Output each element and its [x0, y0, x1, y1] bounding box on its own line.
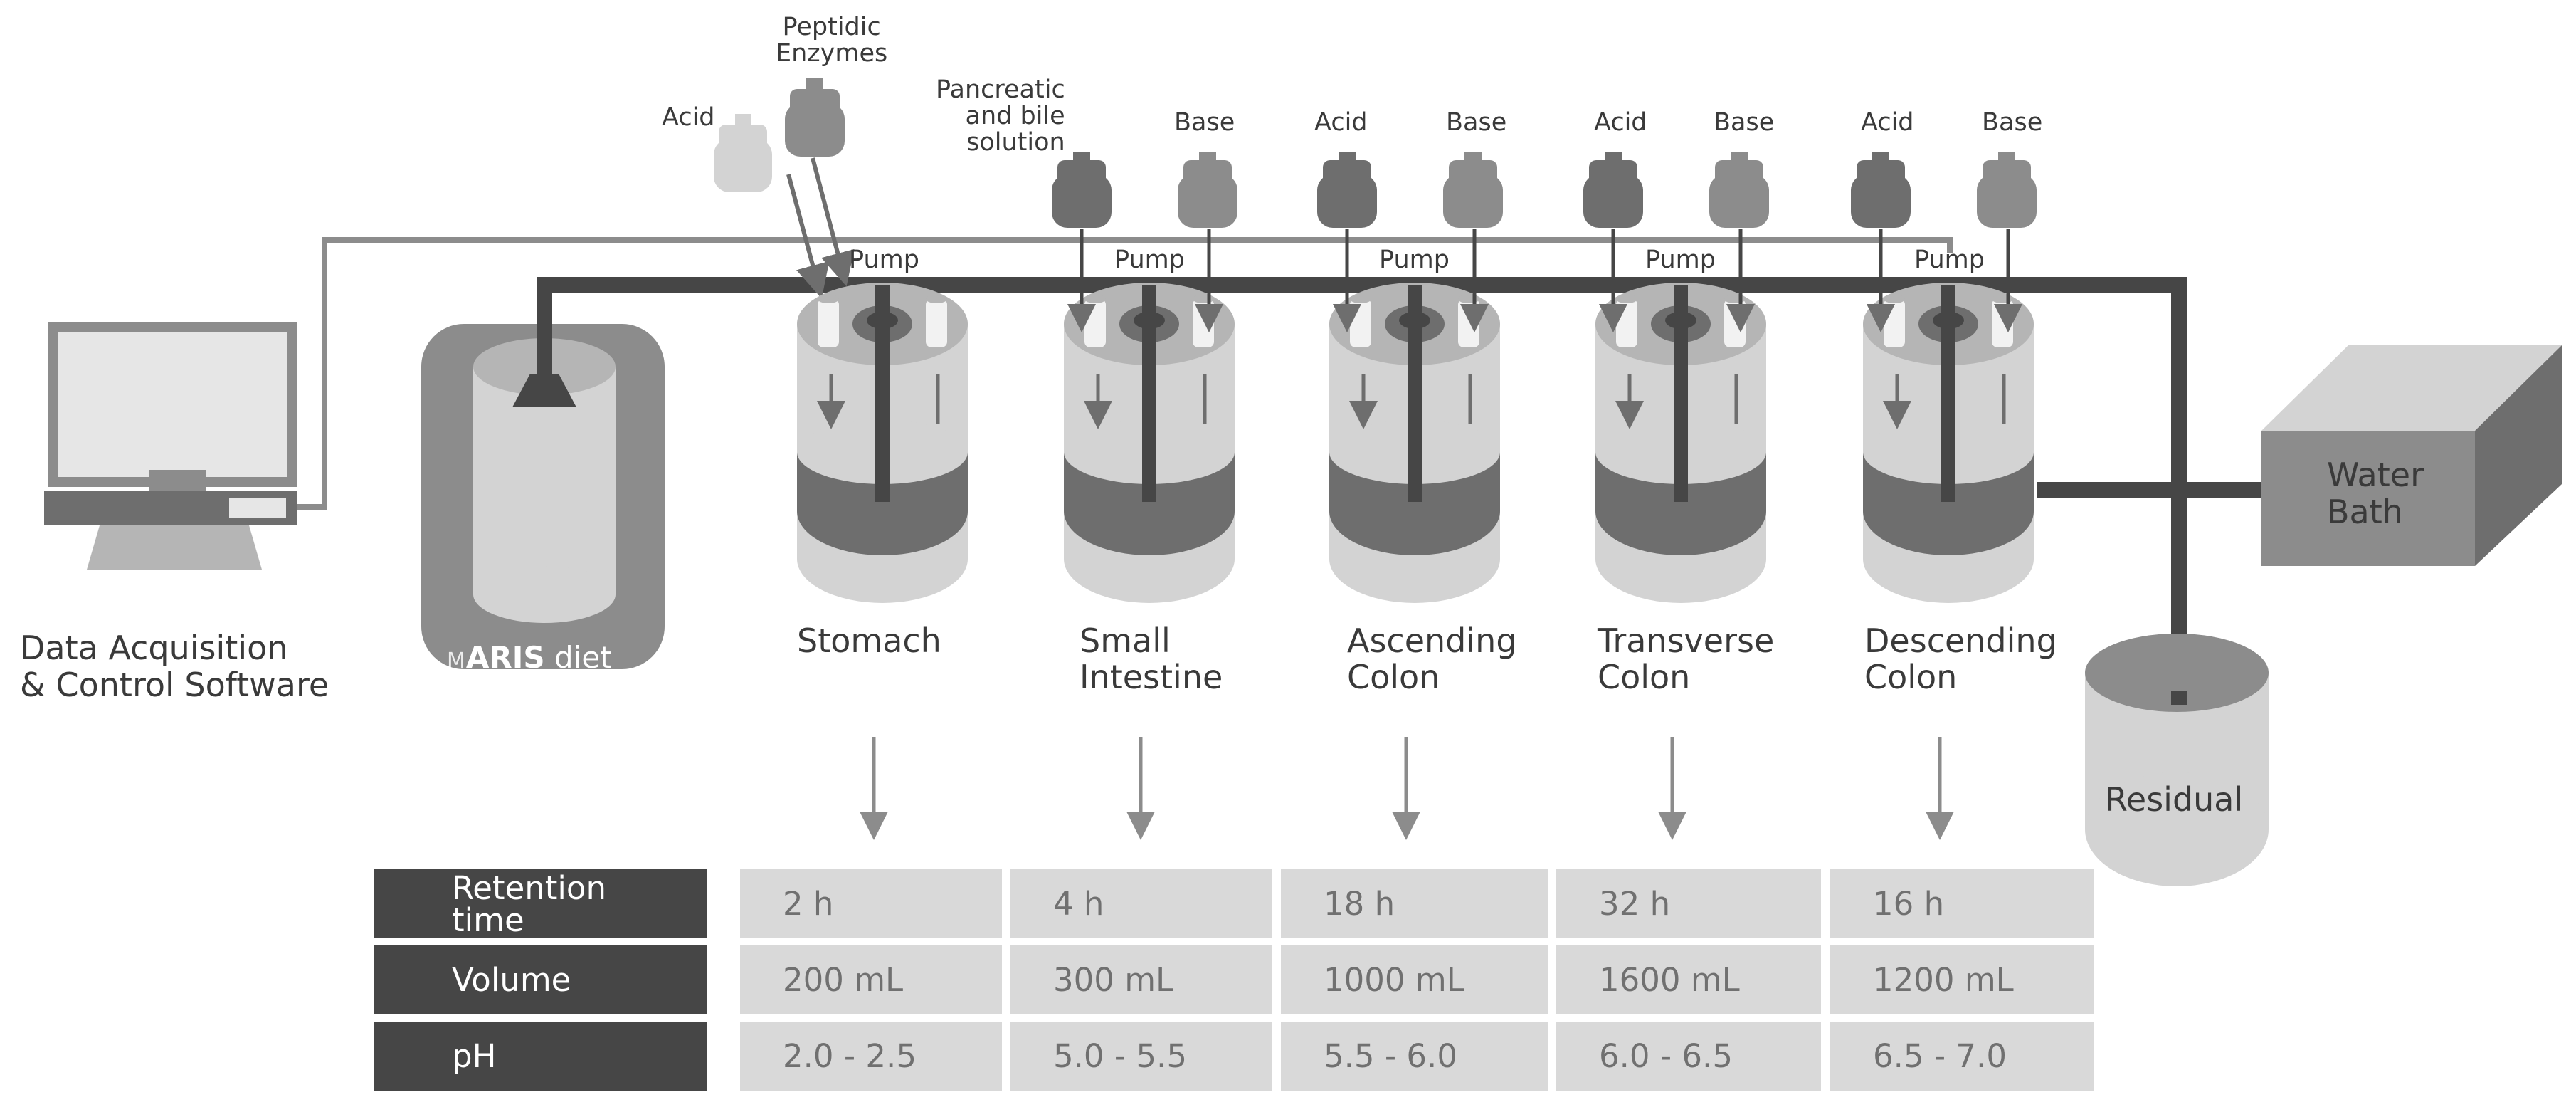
table-cell: 300 mL [1010, 945, 1272, 1014]
table-cell: 18 h [1281, 869, 1548, 938]
peptidic-enzymes-label: Peptidic Enzymes [776, 13, 888, 68]
vessel-stomach [797, 283, 968, 603]
vessel-name-stomach: Stomach [797, 622, 941, 660]
vessel-name-transverse-colon: Transverse Colon [1598, 622, 1775, 696]
pump-label-small-intestine: Pump [1114, 246, 1185, 274]
vessel-name-descending-colon: Descending Colon [1864, 622, 2057, 696]
table-header-volume: Volume [374, 945, 707, 1014]
small-intestine-base-bottle [1178, 152, 1237, 332]
residual-container [2085, 634, 2269, 886]
table-cell: 5.0 - 5.5 [1010, 1022, 1272, 1091]
descending-base-label: Base [1982, 108, 2043, 137]
table-cell: 32 h [1556, 869, 1821, 938]
peptidic-enzymes-bottle [785, 78, 845, 157]
pump-label-stomach: Pump [849, 246, 919, 274]
stomach-acid-label: Acid [662, 103, 715, 132]
ascending-colon-base-bottle [1443, 152, 1503, 332]
ascending-colon-acid-bottle [1317, 152, 1377, 332]
water-bath [2261, 345, 2562, 566]
transverse-acid-label: Acid [1594, 108, 1647, 137]
vessel-name-small-intestine: Small Intestine [1080, 622, 1223, 696]
transverse-colon-acid-bottle [1583, 152, 1643, 332]
ascending-acid-label: Acid [1314, 108, 1368, 137]
vessel-descending-colon [1863, 283, 2034, 603]
water-bath-label: Water Bath [2327, 456, 2424, 531]
table-cell: 6.0 - 6.5 [1556, 1022, 1821, 1091]
table-cell: 16 h [1830, 869, 2094, 938]
vessel-name-ascending-colon: Ascending Colon [1347, 622, 1517, 696]
vessel-small-intestine [1064, 283, 1235, 603]
diet-container [421, 324, 665, 669]
descending-colon-base-bottle [1977, 152, 2037, 332]
table-cell: 200 mL [740, 945, 1002, 1014]
table-cell: 4 h [1010, 869, 1272, 938]
descending-colon-acid-bottle [1851, 152, 1911, 332]
table-cell: 1600 mL [1556, 945, 1821, 1014]
pump-label-transverse-colon: Pump [1645, 246, 1716, 274]
diet-logo-brand: ARIS [465, 640, 545, 676]
residual-label: Residual [2105, 780, 2244, 819]
table-header-ph: pH [374, 1022, 707, 1091]
pancreatic-bile-label: Pancreatic and bile solution [936, 75, 1065, 157]
stomach-acid-bottle [714, 114, 772, 192]
diet-logo-mark: M [447, 649, 466, 674]
table-cell: 2 h [740, 869, 1002, 938]
diet-logo: MARIS diet [447, 611, 612, 673]
pump-label-ascending-colon: Pump [1379, 246, 1450, 274]
vessel-ascending-colon [1329, 283, 1500, 603]
diet-logo-suffix: diet [554, 640, 612, 676]
descending-acid-label: Acid [1861, 108, 1914, 137]
small-intestine-base-label: Base [1174, 108, 1235, 137]
computer-icon [44, 322, 297, 570]
transverse-colon-base-bottle [1709, 152, 1769, 332]
table-cell: 6.5 - 7.0 [1830, 1022, 2094, 1091]
pancreatic-bile-bottle [1052, 152, 1112, 332]
table-header-retention: Retention time [374, 869, 707, 938]
vessel-transverse-colon [1595, 283, 1766, 603]
table-cell: 1200 mL [1830, 945, 2094, 1014]
control-line [297, 237, 1953, 510]
table-cell: 2.0 - 2.5 [740, 1022, 1002, 1091]
ascending-base-label: Base [1446, 108, 1507, 137]
transverse-base-label: Base [1714, 108, 1775, 137]
table-cell: 1000 mL [1281, 945, 1548, 1014]
table-cell: 5.5 - 6.0 [1281, 1022, 1548, 1091]
pump-label-descending-colon: Pump [1914, 246, 1985, 274]
software-label: Data Acquisition & Control Software [20, 629, 329, 704]
